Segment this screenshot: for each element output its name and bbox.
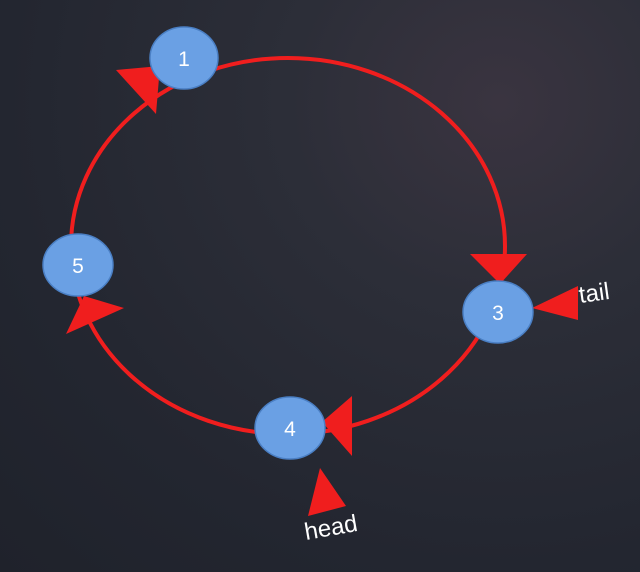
arrowhead-into-node-5 xyxy=(66,296,124,334)
node-5-label: 5 xyxy=(72,255,84,278)
arrowhead-into-node-1 xyxy=(116,66,160,114)
node-4-label: 4 xyxy=(284,418,296,441)
tail-label: tail xyxy=(577,278,611,309)
node-3-label: 3 xyxy=(492,302,504,325)
node-1: 1 xyxy=(149,26,219,90)
node-1-label: 1 xyxy=(178,48,190,71)
node-3: 3 xyxy=(462,280,534,344)
ring-path xyxy=(69,56,507,436)
head-label: head xyxy=(302,510,359,546)
arrowhead-into-node-3 xyxy=(470,254,527,284)
node-4: 4 xyxy=(254,396,326,460)
arrowhead-into-node-4 xyxy=(322,396,352,456)
node-5: 5 xyxy=(42,233,114,297)
head-pointer-arrow xyxy=(308,468,346,516)
tail-pointer-arrow xyxy=(532,286,578,320)
